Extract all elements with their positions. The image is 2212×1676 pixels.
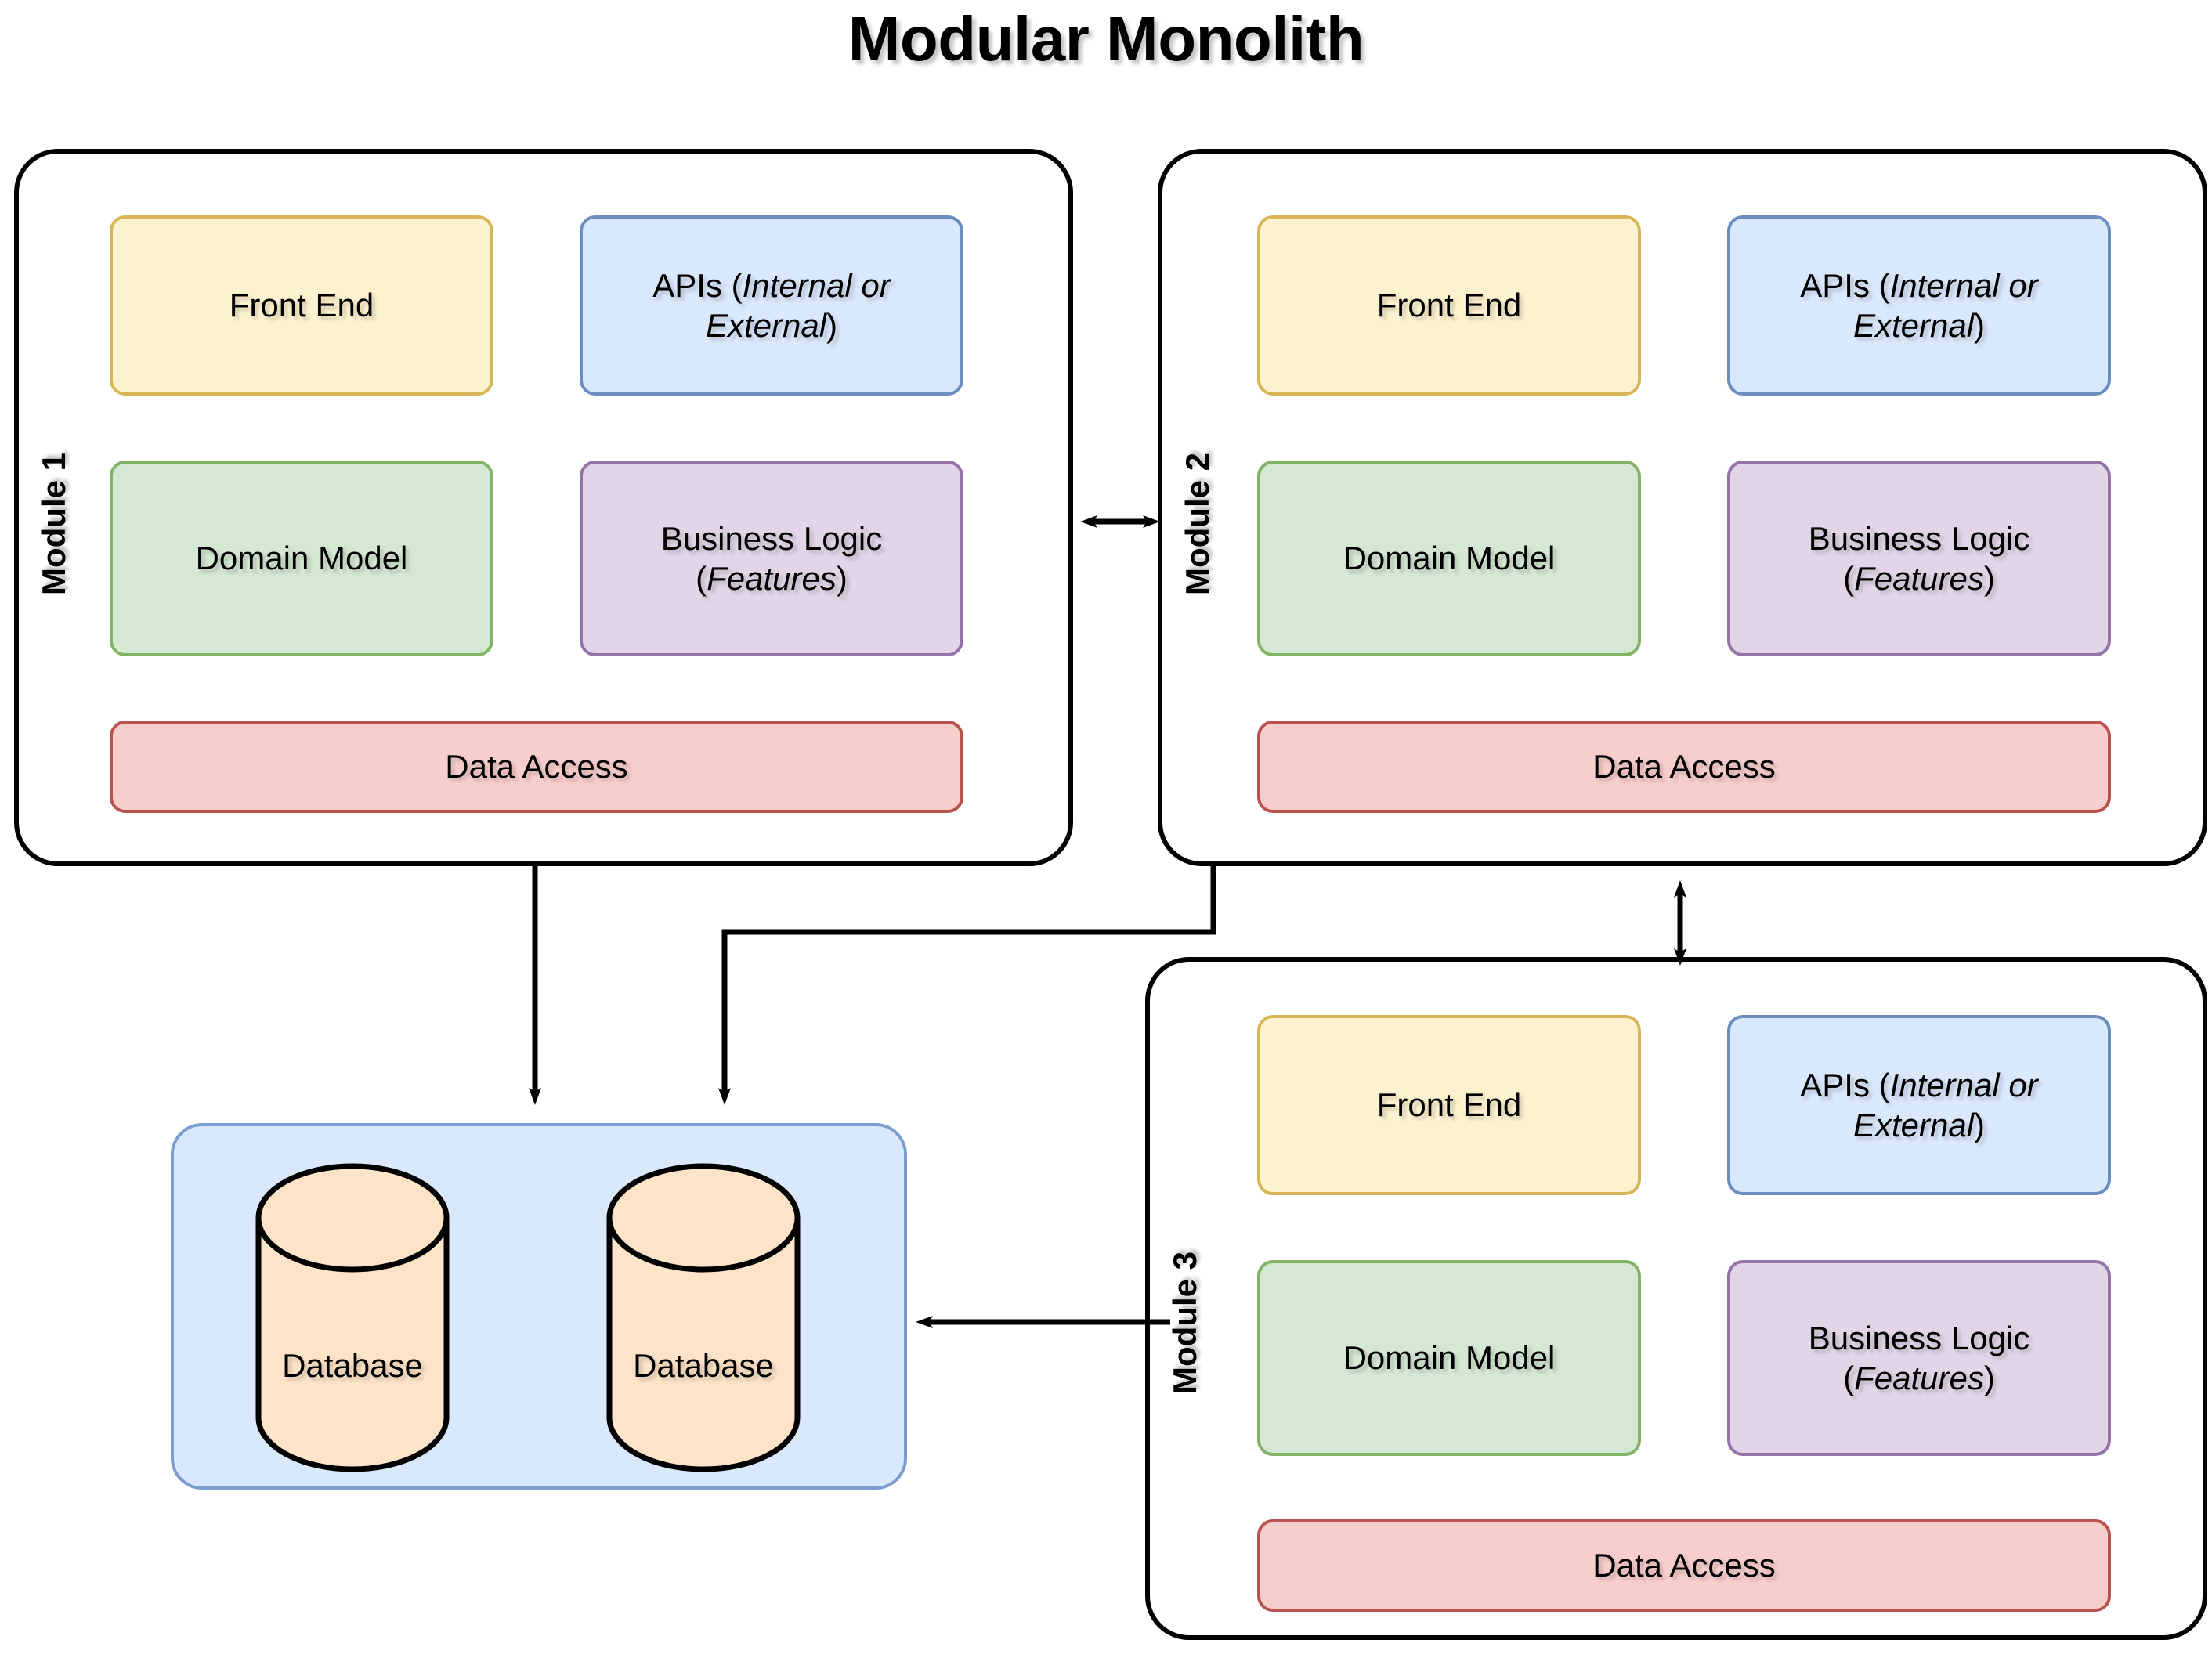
apis-prefix: APIs ( (1800, 1066, 1890, 1103)
business-logic-label: Business Logic(Features) (660, 519, 883, 597)
data-access-label: Data Access (1592, 748, 1776, 786)
apis-suffix: ) (1974, 1107, 1986, 1143)
module-2-front-end[interactable]: Front End (1257, 215, 1641, 396)
database-2-label: Database (633, 1347, 774, 1384)
module-1-apis[interactable]: APIs (Internal or External) (580, 215, 963, 396)
module-2-business-logic[interactable]: Business Logic(Features) (1727, 461, 2111, 656)
module-2-frame[interactable] (1158, 149, 2207, 866)
business-prefix: Business Logic (1808, 1319, 2030, 1356)
data-access-label: Data Access (1592, 1547, 1776, 1584)
connector-module2-database (718, 866, 1216, 1105)
apis-prefix: APIs ( (652, 266, 743, 304)
domain-model-label: Domain Model (1343, 1339, 1556, 1377)
business-logic-label: Business Logic(Features) (1808, 1319, 2030, 1396)
module-3-domain-model[interactable]: Domain Model (1257, 1260, 1641, 1456)
front-end-label: Front End (1376, 1086, 1522, 1124)
module-3-frame[interactable] (1145, 957, 2207, 1640)
business-logic-label: Business Logic(Features) (1808, 519, 2030, 597)
module-2-domain-model[interactable]: Domain Model (1257, 461, 1641, 656)
database-cylinder-1[interactable] (255, 1163, 450, 1472)
business-italic: Features (1854, 560, 1984, 597)
module-1-domain-model[interactable]: Domain Model (110, 461, 493, 656)
database-1-label: Database (282, 1347, 423, 1384)
business-italic: Features (1854, 1360, 1984, 1396)
module-1-data-access[interactable]: Data Access (110, 721, 963, 813)
module-3-data-access[interactable]: Data Access (1257, 1519, 2111, 1612)
apis-suffix: ) (826, 307, 838, 344)
business-prefix: Business Logic (1808, 519, 2030, 557)
module-1-business-logic[interactable]: Business Logic(Features) (580, 461, 963, 656)
front-end-label: Front End (1376, 287, 1522, 324)
front-end-label: Front End (229, 287, 374, 324)
database-cylinder-2[interactable] (606, 1163, 801, 1472)
module-1-frame[interactable] (14, 149, 1073, 866)
apis-italic: Internal or External (705, 266, 891, 344)
page-title: Modular Monolith (848, 4, 1364, 74)
module-2-data-access[interactable]: Data Access (1257, 721, 2111, 813)
module-1-front-end[interactable]: Front End (110, 215, 493, 396)
module-3-apis[interactable]: APIs (Internal or External) (1727, 1015, 2111, 1195)
business-prefix: Business Logic (660, 519, 883, 557)
domain-model-label: Domain Model (195, 540, 408, 577)
apis-label: APIs (Internal or External) (1741, 1065, 2097, 1145)
apis-italic: Internal or External (1852, 1066, 2038, 1143)
apis-suffix: ) (1974, 307, 1986, 344)
data-access-label: Data Access (445, 748, 628, 786)
apis-label: APIs (Internal or External) (1741, 265, 2097, 345)
module-3-front-end[interactable]: Front End (1257, 1015, 1641, 1195)
module-3-business-logic[interactable]: Business Logic(Features) (1727, 1260, 2111, 1456)
apis-italic: Internal or External (1852, 266, 2038, 344)
module-2-apis[interactable]: APIs (Internal or External) (1727, 215, 2111, 396)
apis-label: APIs (Internal or External) (594, 265, 949, 345)
business-italic: Features (707, 560, 837, 597)
apis-prefix: APIs ( (1800, 266, 1890, 304)
domain-model-label: Domain Model (1343, 540, 1556, 577)
